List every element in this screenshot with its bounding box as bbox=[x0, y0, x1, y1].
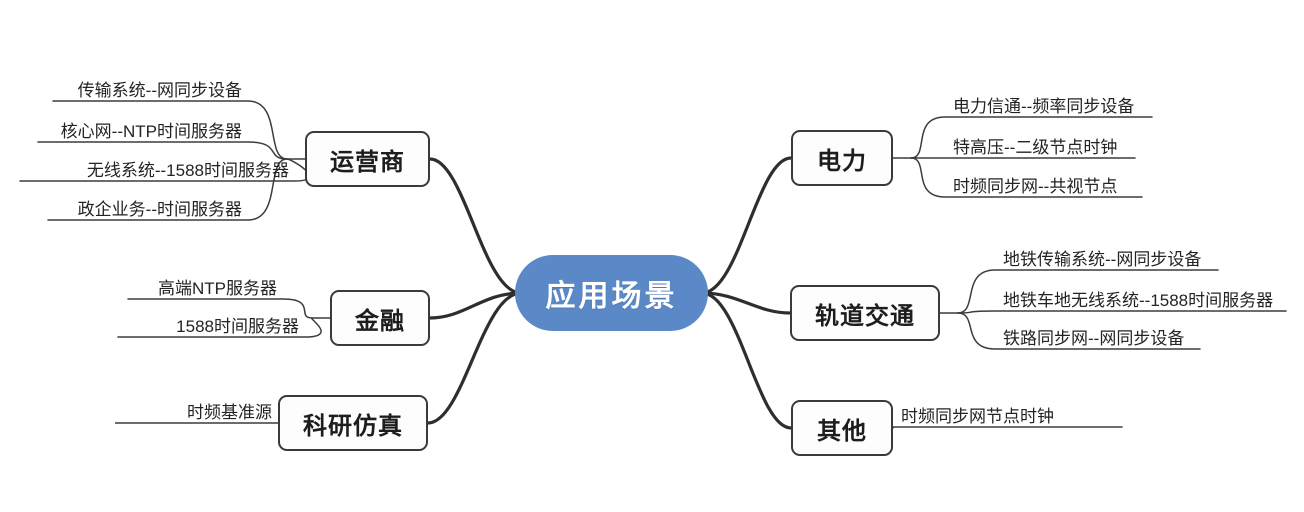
branch-node-label: 电力 bbox=[817, 147, 867, 175]
branch-node-label: 轨道交通 bbox=[815, 302, 915, 330]
branch-node-rail[interactable]: 轨道交通 bbox=[790, 285, 940, 341]
branch-node-label: 金融 bbox=[355, 307, 405, 335]
leaf-link-group bbox=[19, 100, 1287, 429]
leaf-connector bbox=[910, 157, 1143, 198]
branch-node-operator[interactable]: 运营商 bbox=[305, 131, 430, 187]
leaf-label[interactable]: 政企业务--时间服务器 bbox=[77, 200, 242, 219]
leaf-label[interactable]: 时频基准源 bbox=[187, 403, 272, 422]
leaf-connector bbox=[37, 141, 288, 160]
branch-connector bbox=[428, 291, 523, 320]
branch-connector bbox=[700, 156, 793, 295]
leaf-connector bbox=[910, 116, 1153, 159]
leaf-label[interactable]: 特高压--二级节点时钟 bbox=[953, 138, 1118, 157]
leaf-label[interactable]: 电力信通--频率同步设备 bbox=[953, 97, 1135, 116]
branch-connector bbox=[428, 157, 523, 295]
branch-node-finance[interactable]: 金融 bbox=[330, 290, 430, 346]
leaf-connector bbox=[117, 317, 322, 338]
leaf-connector bbox=[957, 312, 1201, 350]
branch-node-research[interactable]: 科研仿真 bbox=[278, 395, 428, 451]
branch-connector bbox=[700, 291, 793, 430]
branch-node-label: 运营商 bbox=[330, 148, 405, 176]
leaf-connector bbox=[957, 269, 1219, 314]
leaf-label[interactable]: 无线系统--1588时间服务器 bbox=[86, 161, 289, 180]
leaf-connector bbox=[957, 310, 1287, 314]
leaf-connector bbox=[892, 426, 1123, 429]
branch-connector bbox=[426, 291, 523, 425]
branch-node-label: 其他 bbox=[817, 417, 867, 445]
leaf-connector bbox=[47, 158, 288, 221]
leaf-label[interactable]: 高端NTP服务器 bbox=[158, 279, 277, 298]
leaf-label[interactable]: 时频同步网节点时钟 bbox=[901, 407, 1054, 426]
leaf-label[interactable]: 铁路同步网--网同步设备 bbox=[1003, 329, 1185, 348]
leaf-connector bbox=[127, 298, 313, 319]
leaf-connector bbox=[52, 100, 288, 160]
branch-link-group bbox=[426, 156, 793, 430]
leaf-label[interactable]: 核心网--NTP时间服务器 bbox=[60, 122, 242, 141]
leaf-label[interactable]: 1588时间服务器 bbox=[176, 317, 299, 336]
branch-node-power[interactable]: 电力 bbox=[791, 130, 893, 186]
leaf-label[interactable]: 传输系统--网同步设备 bbox=[77, 81, 242, 100]
branch-node-label: 科研仿真 bbox=[303, 412, 403, 440]
leaf-label[interactable]: 时频同步网--共视节点 bbox=[953, 177, 1118, 196]
center-node-label: 应用场景 bbox=[545, 280, 678, 313]
center-node-application-scenarios[interactable]: 应用场景 bbox=[515, 255, 708, 331]
branch-connector bbox=[700, 291, 792, 315]
leaf-label[interactable]: 地铁车地无线系统--1588时间服务器 bbox=[1003, 291, 1274, 310]
branch-node-other[interactable]: 其他 bbox=[791, 400, 893, 456]
leaf-label[interactable]: 地铁传输系统--网同步设备 bbox=[1003, 250, 1202, 269]
